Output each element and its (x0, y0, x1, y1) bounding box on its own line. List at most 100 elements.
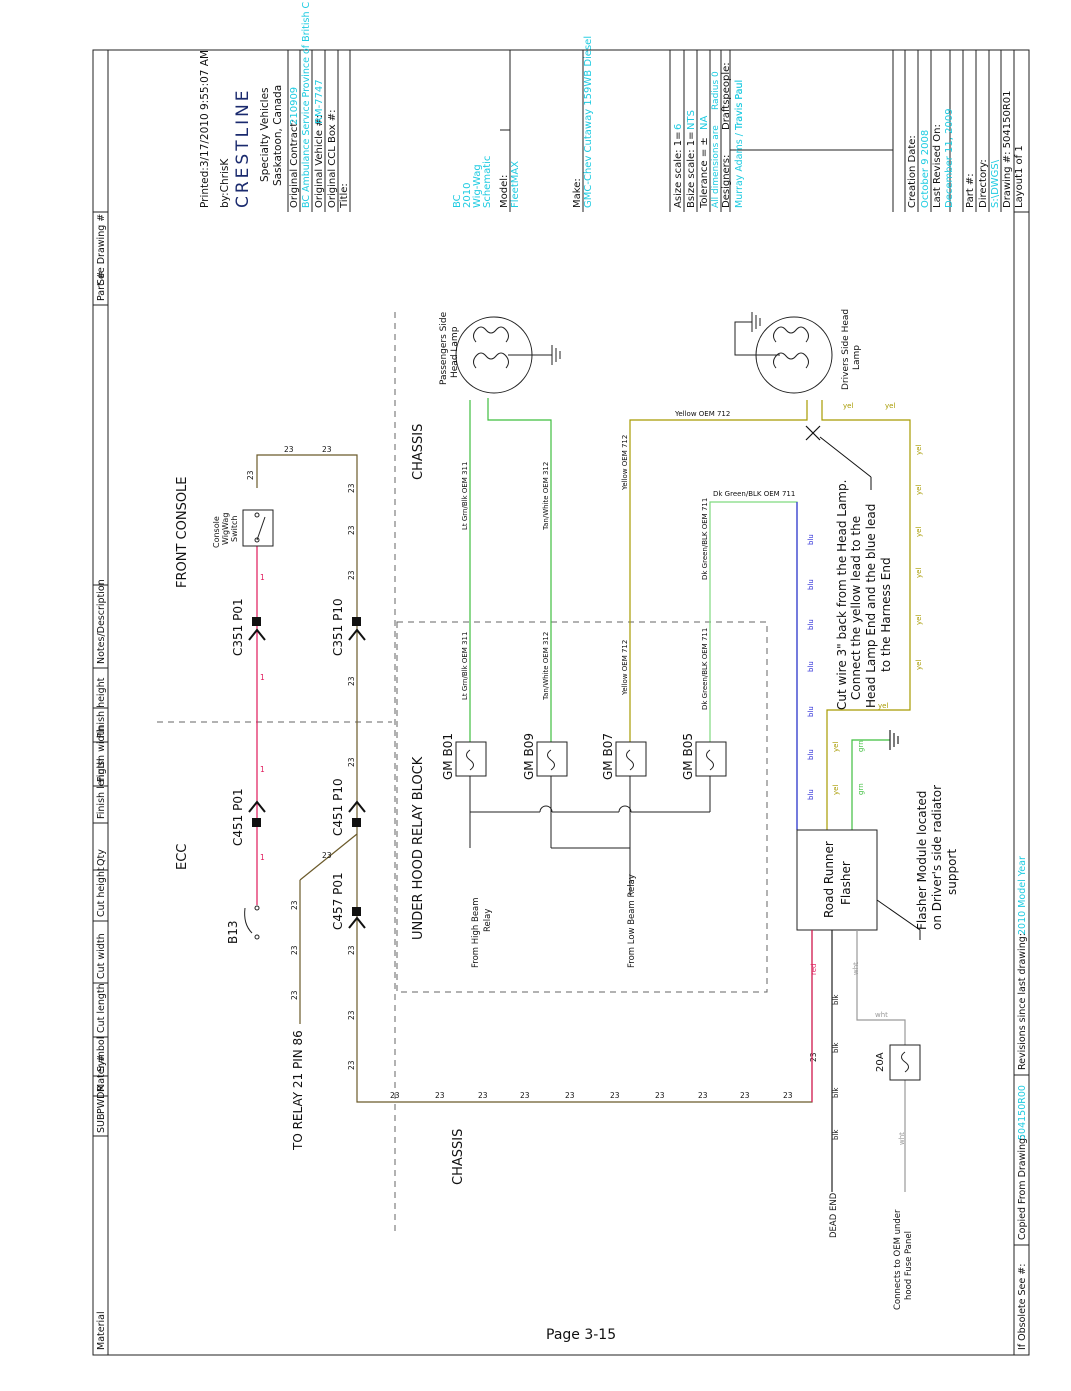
zone-labels: ECC FRONT CONSOLE CHASSIS CHASSIS UNDER … (175, 424, 466, 1185)
yel-11: yel (832, 785, 840, 795)
col-material: Material (96, 1311, 107, 1350)
directory-value: S:\DWGS\ (990, 159, 1001, 208)
title-value-2: 2010 (462, 183, 473, 208)
col-mater-num: Mater.# (96, 1054, 107, 1092)
asize-value: 6 (673, 124, 684, 130)
yel-10: yel (832, 742, 840, 752)
w23-b2: 23 (435, 1091, 445, 1100)
col-cut-length: Cut length (96, 983, 107, 1033)
fuse-gm-b05: GM B05 (681, 733, 727, 780)
w23-b6: 23 (610, 1091, 620, 1100)
relay-label: TO RELAY 21 PIN 86 (291, 1030, 305, 1151)
footer-strip: If Obsolete See #: Copied From Drawing: … (1017, 856, 1028, 1350)
yel-3: yel (915, 527, 923, 537)
material-table-header: Material SUB PWDR Mater.# Symbol Cut len… (96, 214, 107, 1350)
fuse-b01-label: GM B01 (441, 733, 455, 780)
connector-c457-p01: C457 P01 (331, 872, 366, 930)
col-finish-length: Finish length (96, 759, 107, 819)
drawing-num-label: Drawing #: 504150R01 (1002, 90, 1013, 208)
original-vehicle-label: Original Vehicle #: (314, 115, 325, 208)
w23-b4: 23 (520, 1091, 530, 1100)
connector-c351-p10: C351 P10 (331, 598, 366, 656)
blu-5: blu (807, 706, 815, 717)
draftspeople-label: Draftspeople: (721, 62, 732, 130)
from-low-beam: From Low Beam Relay (627, 874, 637, 968)
wht-2: wht (875, 1011, 888, 1019)
w23-v5: 23 (347, 757, 356, 767)
col-cut-height: Cut height (96, 867, 107, 917)
wht-3: wht (898, 1132, 906, 1145)
asize-label: Asize scale: 1= (673, 132, 684, 208)
w23-relay3: 23 (290, 990, 299, 1000)
yel-1: yel (915, 445, 923, 455)
relay-block-bus (469, 776, 711, 895)
yel-2: yel (915, 485, 923, 495)
c457-p01-label: C457 P01 (331, 872, 345, 930)
driver-lamp-label-1: Drivers Side Head (841, 309, 851, 390)
yel-8: yel (843, 402, 853, 410)
company-line2: Saskatoon, Canada (272, 85, 284, 186)
creation-date-label: Creation Date: (907, 135, 918, 208)
grn-1: grn (857, 740, 865, 752)
c351-p10-label: C351 P10 (331, 598, 345, 656)
wire-tan-312 (487, 398, 552, 742)
cut-note-1: Cut wire 3" back from the Head Lamp. (835, 480, 849, 710)
original-contract-value: 210909 (289, 87, 300, 125)
wire-cut-marker (805, 425, 872, 490)
w23-v6: 23 (347, 945, 356, 955)
w23-b1: 23 (390, 1091, 400, 1100)
fuse-gm-b01: GM B01 (441, 733, 487, 780)
red-1: red (810, 964, 818, 975)
radius-note: Radius 0 (711, 71, 721, 110)
wire-dkgreen-711 (709, 501, 798, 830)
blu-4: blu (807, 661, 815, 672)
w1-c: 1 (260, 765, 265, 774)
tolerance-label: Tolerance = ± (699, 137, 710, 209)
fuse-b07-label: GM B07 (601, 733, 615, 780)
printed-date: Printed:3/17/2010 9:55:07 AM (199, 50, 211, 208)
title-block: Printed:3/17/2010 9:55:07 AM by:ChrisK C… (199, 1, 1025, 212)
ccl-box-label: Original CCL Box #: (327, 109, 338, 208)
from-high-beam-1: From High Beam (471, 897, 481, 968)
footer-revisions-label: Revisions since last drawing: (1017, 933, 1028, 1070)
col-symbol: Symbol (96, 1037, 107, 1072)
flasher-note-3: support (945, 849, 959, 895)
footer-revisions-value: 2010 Model Year (1017, 856, 1028, 935)
original-contract-label: Original Contract: (289, 119, 300, 208)
directory-label: Directory: (978, 159, 989, 208)
title-label: Title: (339, 183, 350, 209)
blk-1: blk (832, 994, 840, 1005)
fuse-20a-label: 20A (875, 1052, 886, 1072)
from-high-beam-2: Relay (483, 909, 493, 932)
w23-top: 23 (284, 445, 294, 454)
connector-c451-p01: C451 P01 (231, 788, 266, 846)
dead-end-label: DEAD END (829, 1192, 839, 1238)
cut-note-3: Head Lamp End and the blue lead (864, 504, 878, 708)
fuse-20a: 20A (875, 1044, 921, 1081)
passenger-lamp-label-1: Passengers Side (439, 311, 449, 385)
w23-v1: 23 (347, 483, 356, 493)
w23-sw: 23 (246, 470, 255, 480)
creation-date-value: October 9 2008 (920, 130, 931, 208)
blk-4: blk (832, 1129, 840, 1140)
footer-obsolete: If Obsolete See #: (1017, 1264, 1028, 1350)
wire-1: 1 1 1 1 (256, 540, 265, 905)
wire-712-label-a: Yellow OEM 712 (621, 435, 629, 491)
blk-2: blk (832, 1042, 840, 1053)
layout-label: Layout1 of 1 (1014, 145, 1025, 208)
oem-fuse-label-2: hood Fuse Panel (904, 1231, 914, 1300)
relay-fuses: GM B01 GM B09 GM B07 GM B05 (441, 733, 727, 780)
zone-dividers (157, 312, 768, 1236)
flasher-lower-wires (811, 930, 906, 1192)
wire-711-label-b: Dk Green/BLK OEM 711 (701, 628, 709, 710)
fuse-b05-label: GM B05 (681, 733, 695, 780)
c451-p01-label: C451 P01 (231, 788, 245, 846)
color-codes: blu blu blu blu blu blu blu yel yel yel … (807, 402, 923, 1145)
model-value: FleetMAX (510, 161, 521, 208)
w23-v4: 23 (347, 676, 356, 686)
w23-b10: 23 (783, 1091, 793, 1100)
b13-label: B13 (226, 920, 240, 944)
cut-note-2: Connect the yellow lead to the (849, 516, 863, 700)
page-number: Page 3-15 (546, 1327, 617, 1343)
